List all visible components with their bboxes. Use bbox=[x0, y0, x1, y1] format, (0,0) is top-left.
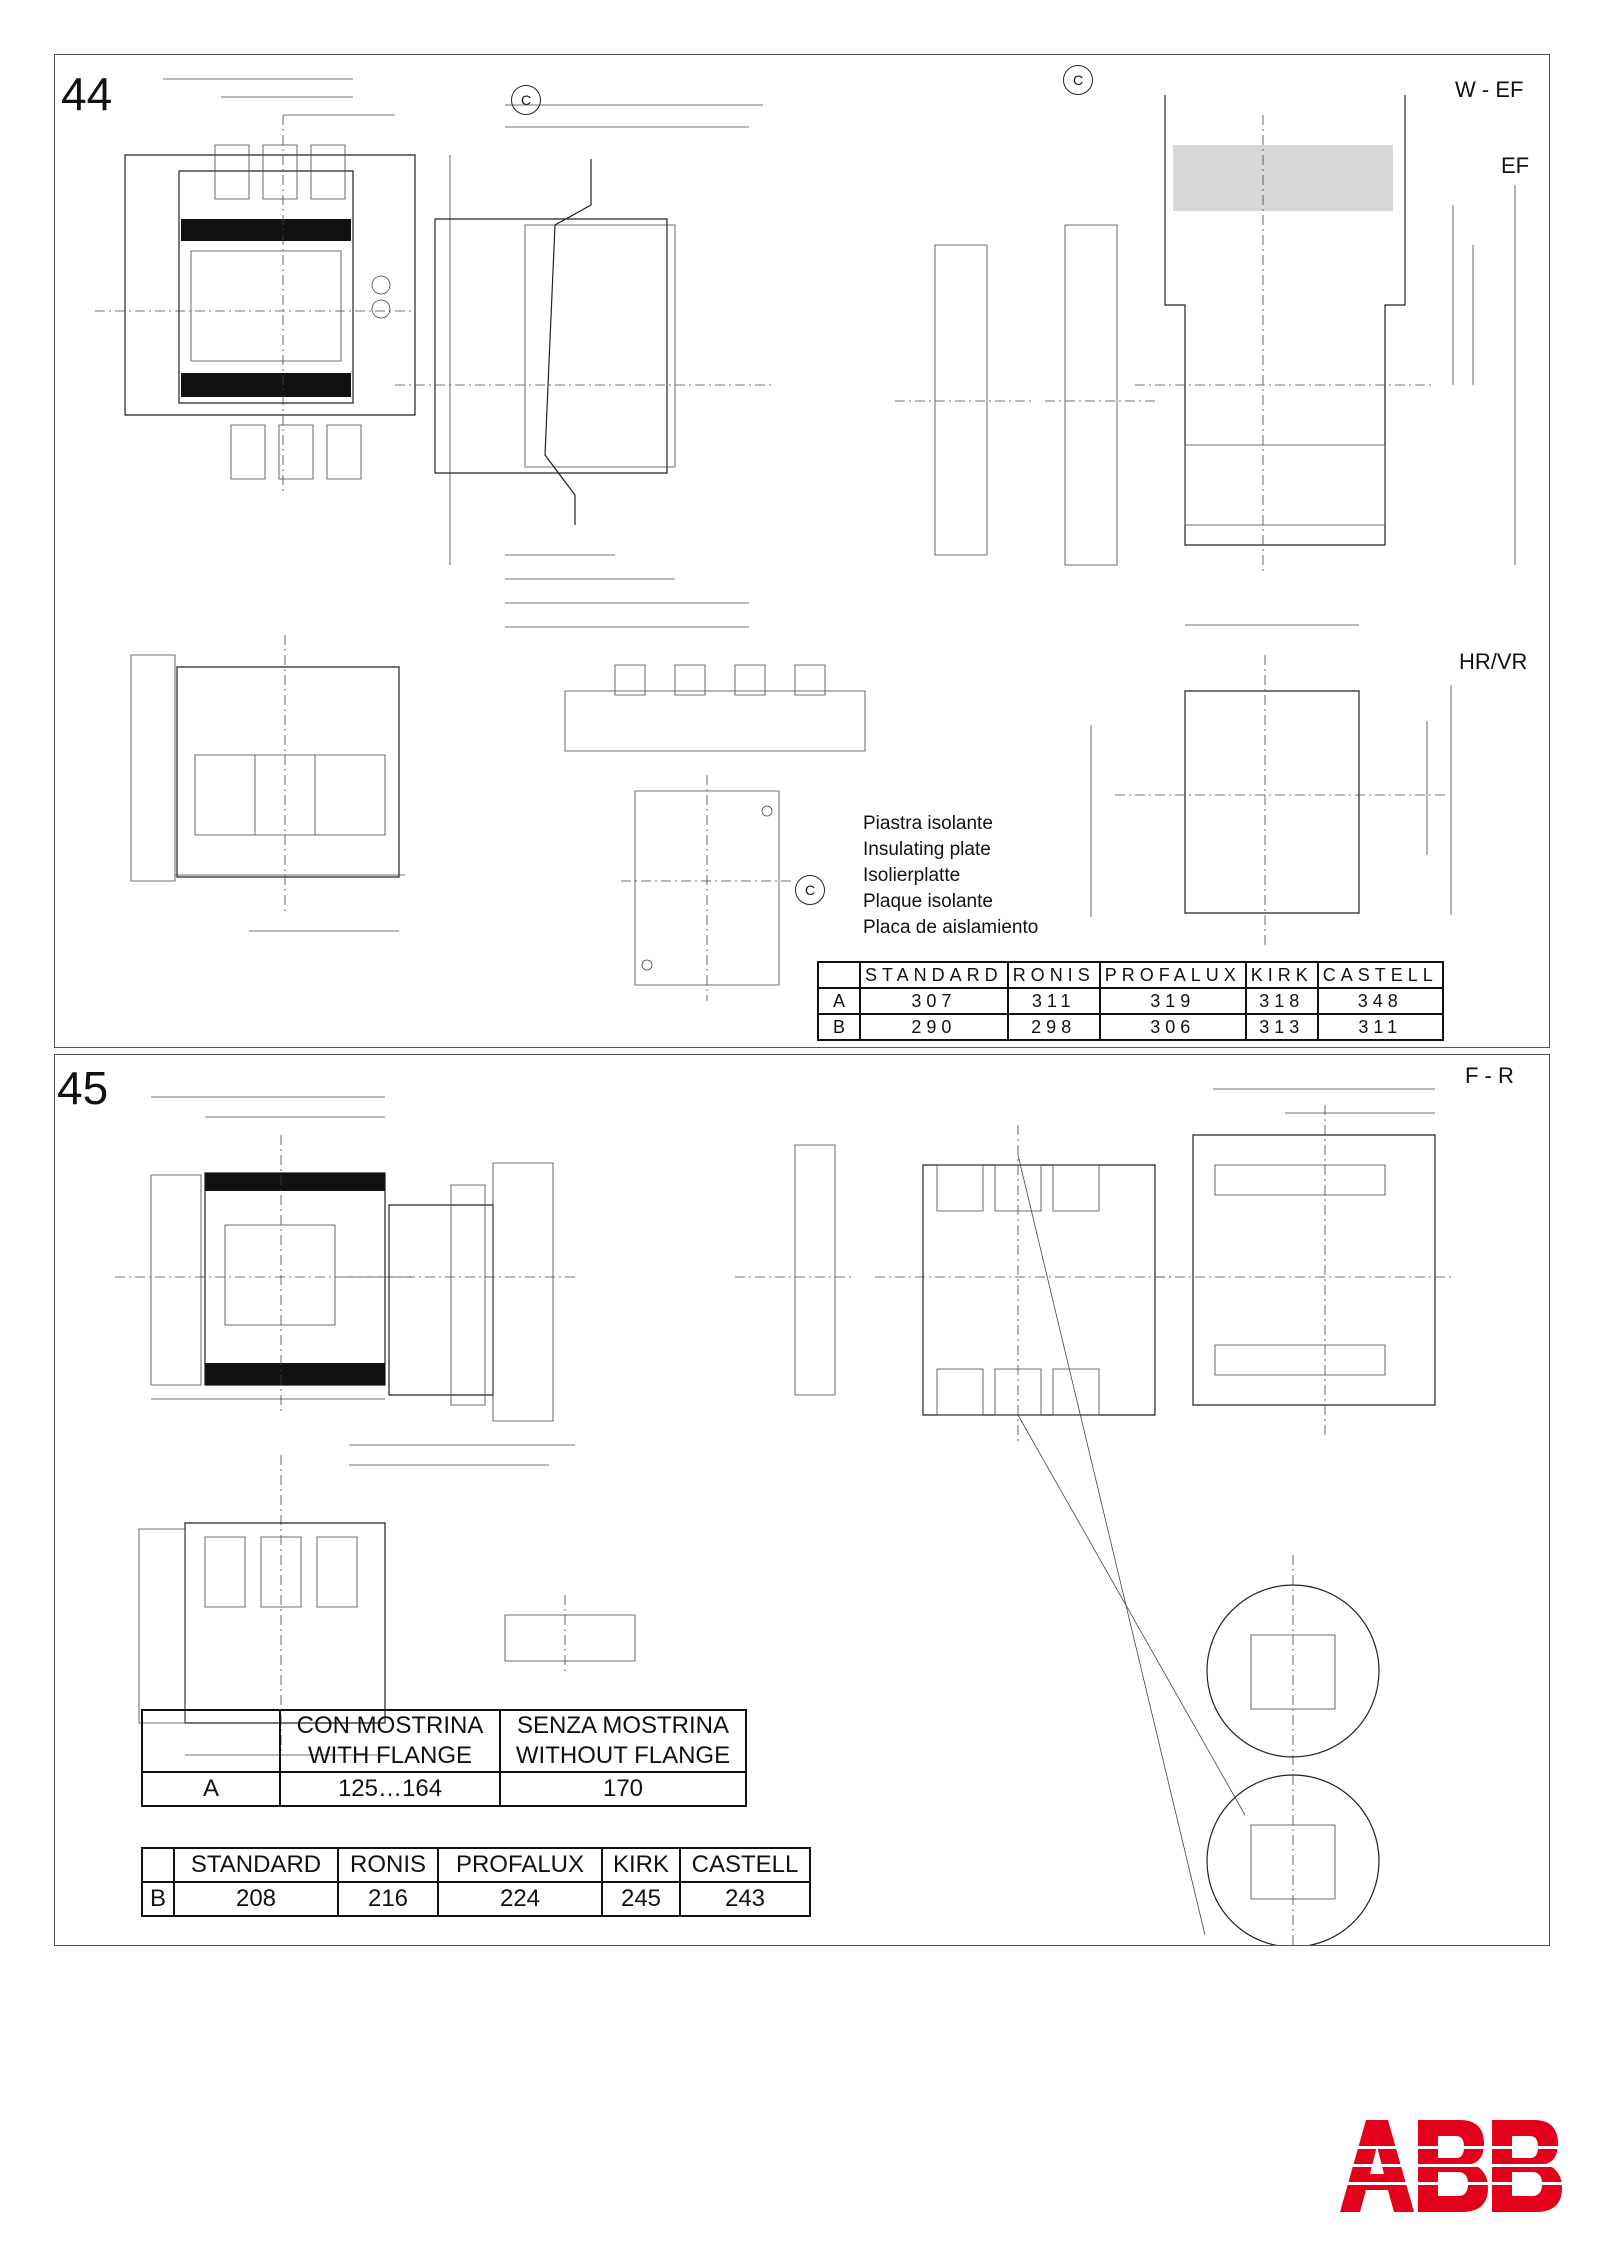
abb-logo-mark bbox=[1336, 2120, 1562, 2212]
table-cell: 313 bbox=[1244, 1013, 1319, 1041]
table-cell: 298 bbox=[1006, 1013, 1101, 1041]
view-label-f-r: F - R bbox=[1465, 1063, 1514, 1088]
breaker-side-view bbox=[345, 1163, 575, 1465]
flange-table-45: CON MOSTRINA WITH FLANGE SENZA MOSTRINA … bbox=[141, 1709, 747, 1807]
terminal-side-detail bbox=[735, 1145, 855, 1395]
table-header-cell: PROFALUX bbox=[437, 1847, 603, 1883]
legend-line: Isolierplatte bbox=[863, 865, 961, 886]
rail-details bbox=[895, 225, 1155, 565]
bracket-detail bbox=[505, 1595, 635, 1675]
table-header-cell: SENZA MOSTRINA WITHOUT FLANGE bbox=[499, 1709, 747, 1773]
legend-line: Insulating plate bbox=[863, 839, 991, 860]
terminal-detail bbox=[565, 665, 865, 751]
table-cell: 245 bbox=[601, 1881, 681, 1917]
technical-drawing-45 bbox=[55, 1055, 1549, 1945]
table-cell: 208 bbox=[173, 1881, 339, 1917]
table-header-line: WITHOUT FLANGE bbox=[515, 1742, 731, 1769]
insulating-plate-detail bbox=[621, 775, 795, 1001]
table-header-line: WITH FLANGE bbox=[307, 1742, 472, 1769]
dimension-table-45: STANDARD RONIS PROFALUX KIRK CASTELL B 2… bbox=[141, 1847, 811, 1917]
magnified-details bbox=[1207, 1555, 1379, 1945]
table-cell: 348 bbox=[1316, 987, 1444, 1015]
table-header-cell: CASTELL bbox=[679, 1847, 811, 1883]
figure-number: 44 bbox=[61, 68, 113, 120]
legend-line: Piastra isolante bbox=[863, 813, 993, 834]
table-cell: 318 bbox=[1244, 987, 1319, 1015]
table-cell: 243 bbox=[679, 1881, 811, 1917]
view-label-hr-vr: HR/VR bbox=[1459, 649, 1528, 674]
breaker-side-view bbox=[395, 105, 775, 627]
table-header-cell: CON MOSTRINA WITH FLANGE bbox=[279, 1709, 501, 1773]
dimension-table-44: STANDARD RONIS PROFALUX KIRK CASTELL A 3… bbox=[817, 961, 1444, 1041]
view-label-w-ef: W - EF bbox=[1455, 77, 1524, 102]
door-cutout-hr-vr bbox=[1091, 625, 1451, 945]
table-header-cell: KIRK bbox=[601, 1847, 681, 1883]
table-cell: 307 bbox=[859, 987, 1009, 1015]
table-header-cell: CASTELL bbox=[1316, 961, 1444, 989]
table-header-line: SENZA MOSTRINA bbox=[516, 1712, 730, 1739]
breaker-front-view bbox=[95, 79, 450, 565]
breaker-front-view bbox=[115, 1097, 415, 1415]
table-cell: 319 bbox=[1098, 987, 1247, 1015]
callout-c: C bbox=[511, 85, 541, 115]
table-header-cell bbox=[817, 961, 861, 989]
table-row-label: A bbox=[817, 987, 861, 1015]
abb-logo bbox=[1336, 2116, 1562, 2219]
figure-panel-45: 45 F - R bbox=[54, 1054, 1550, 1946]
table-header-cell: RONIS bbox=[337, 1847, 439, 1883]
technical-drawing-44 bbox=[55, 55, 1549, 1047]
table-cell: 170 bbox=[499, 1771, 747, 1807]
table-row-label: A bbox=[141, 1771, 281, 1807]
table-header-cell: PROFALUX bbox=[1098, 961, 1247, 989]
rear-terminals-view bbox=[875, 1125, 1245, 1935]
breaker-bottom-view bbox=[131, 635, 405, 931]
table-corner-cell bbox=[141, 1709, 281, 1773]
table-header-cell: RONIS bbox=[1006, 961, 1101, 989]
table-cell: 311 bbox=[1006, 987, 1101, 1015]
table-header-cell: KIRK bbox=[1244, 961, 1319, 989]
view-label-ef: EF bbox=[1501, 153, 1530, 178]
table-cell: 125…164 bbox=[279, 1771, 501, 1807]
table-cell: 306 bbox=[1098, 1013, 1247, 1041]
table-header-cell: STANDARD bbox=[173, 1847, 339, 1883]
table-header-cell: STANDARD bbox=[859, 961, 1009, 989]
figure-number: 45 bbox=[57, 1062, 109, 1114]
callout-c: C bbox=[795, 875, 825, 905]
insulating-plate-legend: Piastra isolante Insulating plate Isolie… bbox=[863, 811, 1038, 941]
legend-line: Plaque isolante bbox=[863, 891, 993, 912]
door-cutout-f-r bbox=[1155, 1089, 1455, 1435]
legend-line: Placa de aislamiento bbox=[863, 917, 1039, 938]
door-cutout-w-ef bbox=[1135, 95, 1515, 575]
table-cell: 216 bbox=[337, 1881, 439, 1917]
table-cell: 290 bbox=[859, 1013, 1009, 1041]
figure-panel-44: 44 W - EF EF HR/VR C C C Piastra isolant… bbox=[54, 54, 1550, 1048]
table-cell: 311 bbox=[1316, 1013, 1444, 1041]
table-cell: 224 bbox=[437, 1881, 603, 1917]
callout-c: C bbox=[1063, 65, 1093, 95]
table-header-line: CON MOSTRINA bbox=[296, 1712, 484, 1739]
table-row-label: B bbox=[817, 1013, 861, 1041]
table-row-label: B bbox=[141, 1881, 175, 1917]
table-header-cell bbox=[141, 1847, 175, 1883]
